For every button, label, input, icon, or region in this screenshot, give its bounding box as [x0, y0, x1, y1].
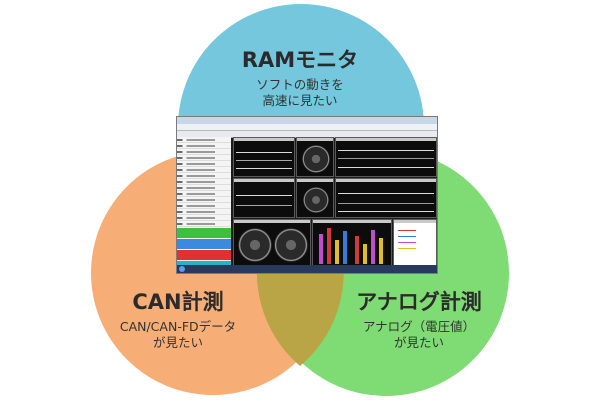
screenshot-taskbar: [177, 265, 437, 273]
ram-monitor-title: RAMモニタ: [241, 48, 359, 72]
analog-measurement-description-line2: が見たい: [393, 335, 444, 350]
screenshot-titlebar: [177, 117, 437, 124]
ram-monitor-description-line2: 高速に見たい: [262, 93, 338, 108]
screenshot-signal-list: [177, 137, 231, 273]
ram-monitor-description-line1: ソフトの動きを: [256, 77, 344, 92]
analog-measurement-description-line1: アナログ（電圧値）: [362, 319, 476, 334]
can-measurement-description-line1: CAN/CAN-FDデータ: [119, 319, 237, 334]
screenshot-menubar: [177, 124, 437, 131]
analog-measurement-title: アナログ計測: [356, 290, 482, 314]
can-measurement-description-line2: が見たい: [152, 335, 203, 350]
screenshot-body: [177, 137, 437, 273]
screenshot-panels: [233, 137, 437, 267]
windows-start-icon: [179, 266, 185, 272]
can-measurement-title: CAN計測: [132, 290, 224, 314]
software-screenshot: [176, 116, 438, 274]
